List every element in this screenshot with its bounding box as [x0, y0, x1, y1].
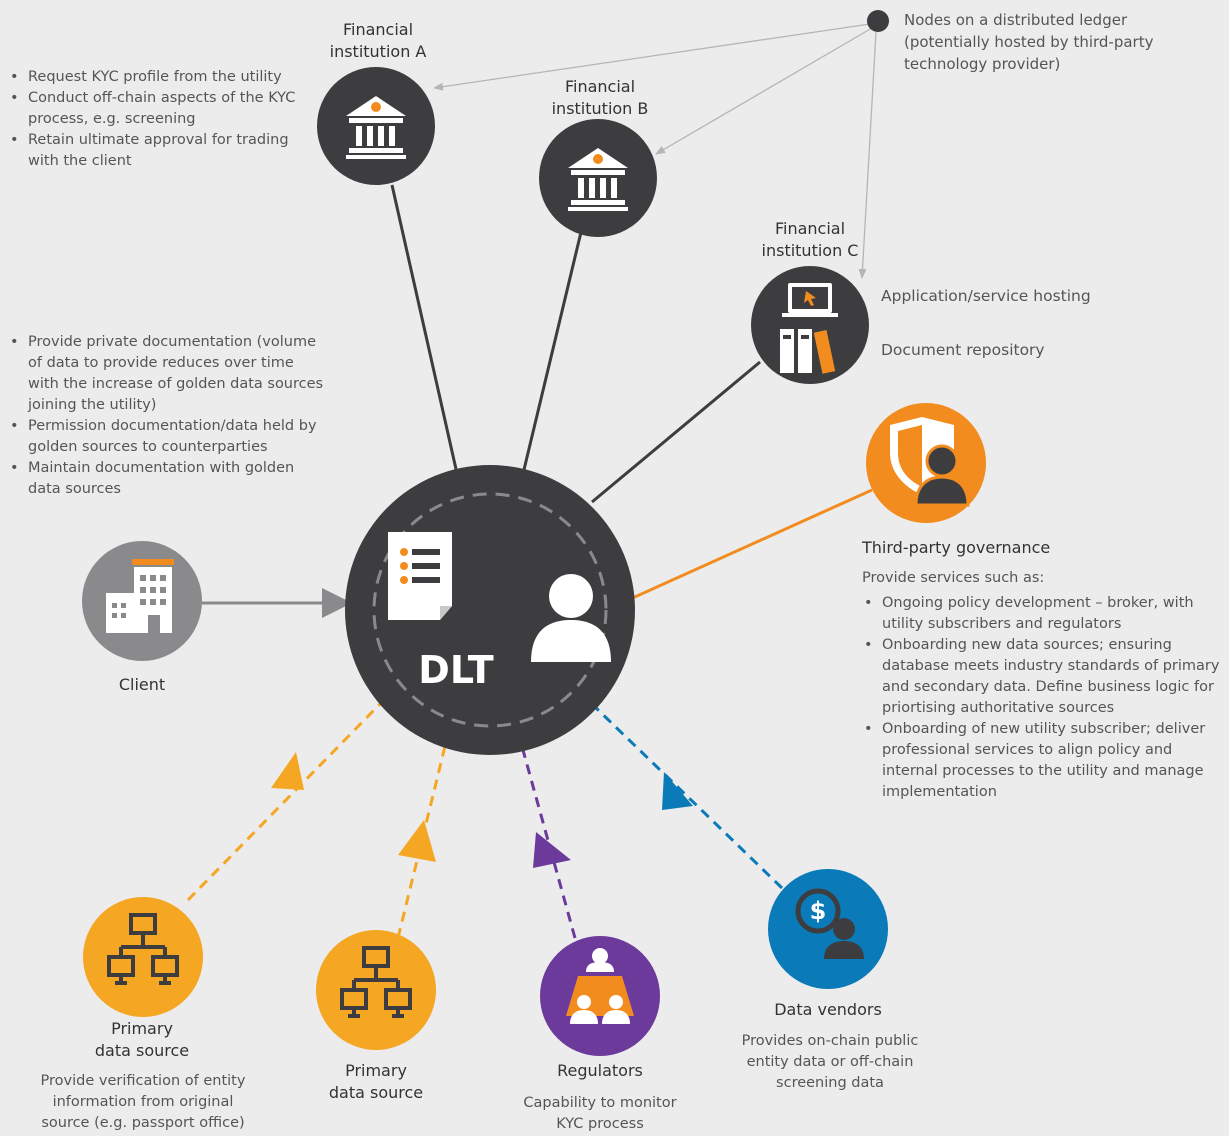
ledger-link-a — [433, 23, 871, 91]
document-list-icon — [388, 532, 452, 620]
ledger-node-dot — [867, 10, 889, 32]
institution-a-bullet: Conduct off-chain aspects of the KYC pro… — [8, 88, 308, 130]
connector-data-vendors — [592, 704, 784, 890]
regulators-desc-line2: KYC process — [556, 1116, 644, 1132]
primary-source-2-title-line2: data source — [328, 1083, 424, 1102]
regulators-desc: Capability to monitor KYC process — [505, 1093, 695, 1135]
regulators-title: Regulators — [557, 1061, 643, 1080]
ledger-label-line3: technology provider) — [904, 55, 1061, 73]
client-bullet: Maintain documentation with golden data … — [8, 458, 326, 500]
data-vendors-desc-line1: Provides on-chain public — [741, 1033, 919, 1049]
primary-source-1-title-line2: data source — [94, 1041, 190, 1060]
ledger-label-line1: Nodes on a distributed ledger — [904, 11, 1128, 29]
connector-regulators — [516, 731, 577, 939]
primary-source-2-title: Primary data source — [296, 1060, 456, 1104]
ledger-node-label: Nodes on a distributed ledger (potential… — [904, 9, 1224, 75]
ledger-label-line2: (potentially hosted by third-party — [904, 33, 1154, 51]
governance-node[interactable] — [866, 403, 986, 523]
institution-c-title-line1: Financial — [774, 219, 846, 238]
institution-c-node[interactable] — [751, 266, 869, 384]
regulators-node[interactable] — [540, 936, 660, 1056]
governance-intro: Provide services such as: — [862, 570, 1045, 586]
person-icon — [531, 574, 611, 662]
institution-b-title-line2: institution B — [551, 99, 649, 118]
data-vendors-desc-line3: screening data — [776, 1075, 884, 1091]
primary-source-1-node[interactable] — [83, 897, 203, 1017]
governance-bullet: Ongoing policy development – broker, wit… — [862, 593, 1226, 635]
data-vendors-desc: Provides on-chain public entity data or … — [720, 1031, 940, 1094]
client-title: Client — [118, 675, 166, 694]
client-node[interactable] — [82, 541, 202, 661]
network-computers-icon — [340, 946, 412, 1018]
institution-b-title-line1: Financial — [564, 77, 636, 96]
server-computer-icon — [780, 283, 838, 374]
application-hosting-label: Application/service hosting — [881, 287, 1091, 305]
institution-c-title-line2: institution C — [761, 241, 859, 260]
shield-person-icon — [890, 417, 970, 507]
data-vendors-arrowhead — [662, 772, 693, 810]
data-vendors-node[interactable]: $ — [768, 869, 888, 989]
client-bullet: Permission documentation/data held by go… — [8, 416, 326, 458]
dollar-person-icon: $ — [795, 888, 864, 959]
regulators-arrowhead — [533, 832, 571, 868]
institution-b-title: Financial institution B — [540, 76, 660, 120]
institution-a-title-line2: institution A — [329, 42, 427, 61]
connector-institution-a — [390, 184, 460, 479]
ledger-link-c — [858, 31, 877, 279]
client-arrowhead — [322, 588, 352, 618]
primary-source-1-title-line1: Primary — [111, 1019, 173, 1038]
institution-a-title-line1: Financial — [342, 20, 414, 39]
dlt-label: DLT — [418, 648, 494, 692]
dlt-center-node[interactable] — [345, 465, 635, 755]
primary-source-1-desc-line2: information from original — [52, 1094, 234, 1110]
client-bullets: Provide private documentation (volume of… — [8, 332, 326, 500]
ledger-links — [433, 10, 889, 279]
primary-source-2-title-line1: Primary — [345, 1061, 407, 1080]
bank-icon — [568, 148, 628, 211]
institution-a-bullet: Retain ultimate approval for trading wit… — [8, 130, 308, 172]
meeting-table-icon — [566, 948, 634, 1024]
connector-primary-source-1 — [186, 700, 384, 902]
institution-a-bullets: Request KYC profile from the utility Con… — [8, 67, 308, 172]
institution-a-bullet: Request KYC profile from the utility — [8, 67, 308, 88]
connectors — [186, 184, 873, 939]
governance-title: Third-party governance — [862, 538, 1051, 557]
ledger-link-b — [655, 27, 873, 155]
governance-bullet: Onboarding of new utility subscriber; de… — [862, 719, 1226, 803]
data-vendors-title: Data vendors — [774, 1000, 882, 1019]
governance-bullet: Onboarding new data sources; ensuring da… — [862, 635, 1226, 719]
bank-icon — [346, 96, 406, 159]
institution-c-title: Financial institution C — [750, 218, 870, 262]
connector-institution-c — [591, 360, 761, 504]
regulators-desc-line1: Capability to monitor — [523, 1095, 677, 1111]
network-computers-icon — [107, 913, 179, 985]
connector-governance — [627, 488, 873, 602]
institution-a-title: Financial institution A — [318, 19, 438, 63]
client-bullet: Provide private documentation (volume of… — [8, 332, 326, 416]
document-repository-label: Document repository — [881, 341, 1045, 359]
primary-source-1-desc: Provide verification of entity informati… — [28, 1071, 258, 1134]
primary-source-1-title: Primary data source — [62, 1018, 222, 1062]
primary-source-1-desc-line1: Provide verification of entity — [40, 1073, 246, 1089]
primary-source-2-node[interactable] — [316, 930, 436, 1050]
institution-b-node[interactable] — [539, 119, 657, 237]
governance-bullets: Ongoing policy development – broker, wit… — [862, 593, 1226, 803]
primary-source-1-desc-line3: source (e.g. passport office) — [41, 1115, 245, 1131]
primary-source-2-arrowhead — [398, 820, 436, 862]
svg-text:$: $ — [810, 897, 827, 925]
institution-a-node[interactable] — [317, 67, 435, 185]
connector-institution-b — [520, 227, 584, 479]
data-vendors-desc-line2: entity data or off-chain — [746, 1054, 914, 1070]
office-building-icon — [106, 559, 174, 633]
primary-source-1-arrowhead — [271, 752, 304, 790]
